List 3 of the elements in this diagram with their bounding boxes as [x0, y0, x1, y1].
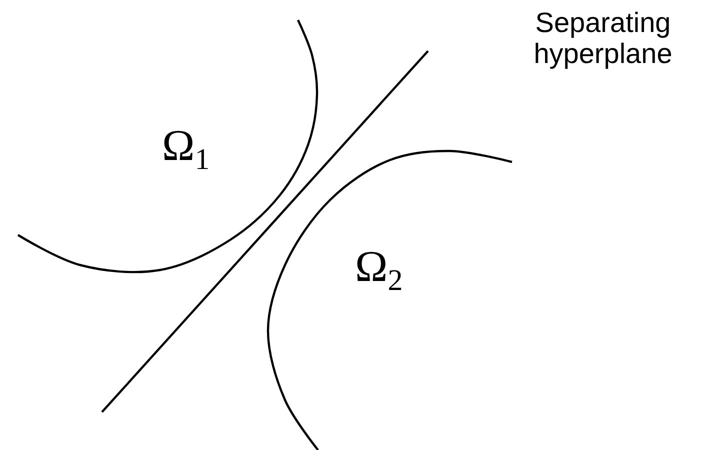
- region-label: Ω$_{1}$: [162, 122, 210, 176]
- hyperplane-label: Separating hyperplane: [532, 8, 674, 70]
- region-label: Ω$_{2}$: [355, 243, 403, 297]
